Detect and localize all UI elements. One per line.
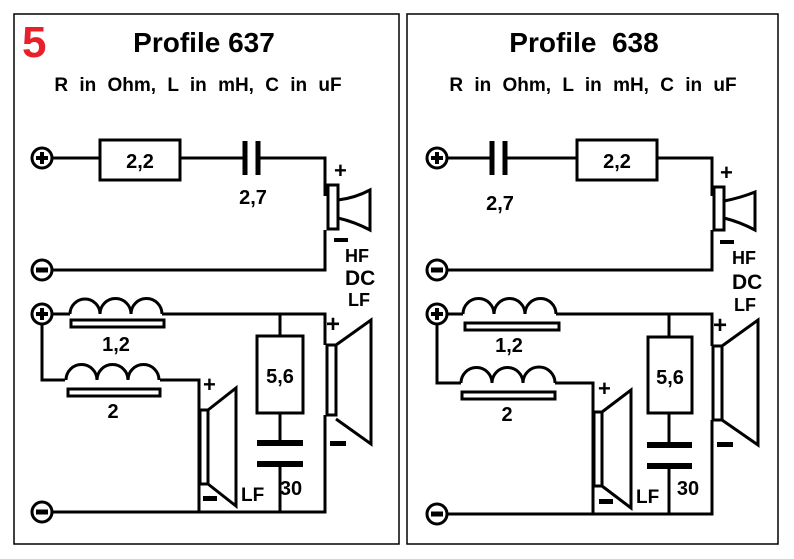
woofer-large-minus xyxy=(330,441,346,446)
lf-wiring xyxy=(40,312,327,514)
lf-capacitor-value: 30 xyxy=(280,478,302,500)
lf-resistor-value: 5,6 xyxy=(656,367,684,389)
inductor-1-coil xyxy=(68,297,164,315)
lf-woofer-small-icon xyxy=(198,384,238,510)
inductor-1-coil xyxy=(461,297,558,315)
panel-title: Profile 637 xyxy=(133,27,275,58)
inductor-2-value: 2 xyxy=(501,404,512,426)
hf-tweeter-icon xyxy=(326,183,372,233)
woofer-large-plus: + xyxy=(713,312,727,339)
hf-capacitor-value: 2,7 xyxy=(486,193,514,215)
hf-resistor-value: 2,2 xyxy=(603,151,631,173)
woofer-small-minus xyxy=(599,499,613,504)
woofer-small-plus: + xyxy=(598,376,611,401)
inductor-1-core xyxy=(463,321,561,332)
inductor-2-core xyxy=(66,387,162,398)
hf-capacitor xyxy=(242,141,261,175)
figure-number: 5 xyxy=(22,18,46,67)
woofer-large-minus xyxy=(717,442,733,447)
hf-tweeter-icon xyxy=(712,185,757,233)
inductor-1-core xyxy=(69,318,166,329)
inductor-2-coil xyxy=(459,365,557,384)
dc-label: DC xyxy=(732,271,762,294)
hf-capacitor-value: 2,7 xyxy=(239,187,267,209)
terminal-minus-hf xyxy=(30,258,54,282)
lf-driver-label-top: LF xyxy=(348,290,370,310)
terminal-minus-hf xyxy=(425,258,449,282)
lf-resistor xyxy=(255,334,305,415)
lf-driver-label-bottom: LF xyxy=(636,487,659,508)
hf-wiring xyxy=(52,156,327,272)
inductor-2-coil xyxy=(64,363,161,381)
hf-capacitor xyxy=(489,141,508,175)
inductor-1-value: 1,2 xyxy=(102,334,130,356)
units-legend: R in Ohm, L in mH, C in uF xyxy=(449,75,736,96)
hf-driver-label: HF xyxy=(345,246,369,266)
lf-capacitor-value: 30 xyxy=(677,478,699,500)
lf-resistor xyxy=(646,335,694,415)
inductor-1-value: 1,2 xyxy=(495,335,523,357)
lf-resistor-value: 5,6 xyxy=(266,366,294,388)
terminal-minus-lf xyxy=(425,502,449,526)
lf-wiring xyxy=(435,312,714,516)
dc-label: DC xyxy=(345,267,375,290)
lf-woofer-large-icon xyxy=(711,317,760,448)
hf-resistor xyxy=(98,138,182,182)
lf-woofer-large-icon xyxy=(325,317,373,447)
hf-minus-mark xyxy=(334,238,348,242)
units-legend: R in Ohm, L in mH, C in uF xyxy=(54,75,341,96)
lf-woofer-small-icon xyxy=(592,386,633,512)
woofer-large-plus: + xyxy=(326,311,340,338)
lf-driver-label-bottom: LF xyxy=(241,485,264,506)
lf-driver-label-top: LF xyxy=(734,295,756,315)
hf-driver-label: HF xyxy=(732,248,756,268)
hf-resistor xyxy=(575,138,659,182)
hf-plus-label: + xyxy=(720,160,733,185)
inductor-2-core xyxy=(460,390,557,401)
inductor-2-value: 2 xyxy=(107,401,118,423)
panel-title: Profile 638 xyxy=(509,27,658,58)
hf-wiring xyxy=(447,156,714,272)
hf-resistor-value: 2,2 xyxy=(126,151,154,173)
woofer-small-plus: + xyxy=(203,372,216,397)
woofer-small-minus xyxy=(203,496,217,501)
terminal-minus-lf xyxy=(30,500,54,524)
panel-profile-637: 5 Profile 637 R in Ohm, L in mH, C in uF… xyxy=(13,13,400,545)
lf-capacitor xyxy=(647,442,692,469)
panel-profile-638: Profile 638 R in Ohm, L in mH, C in uF 2… xyxy=(406,13,779,545)
hf-plus-label: + xyxy=(334,158,347,183)
hf-minus-mark xyxy=(720,240,734,244)
lf-capacitor xyxy=(257,440,303,467)
